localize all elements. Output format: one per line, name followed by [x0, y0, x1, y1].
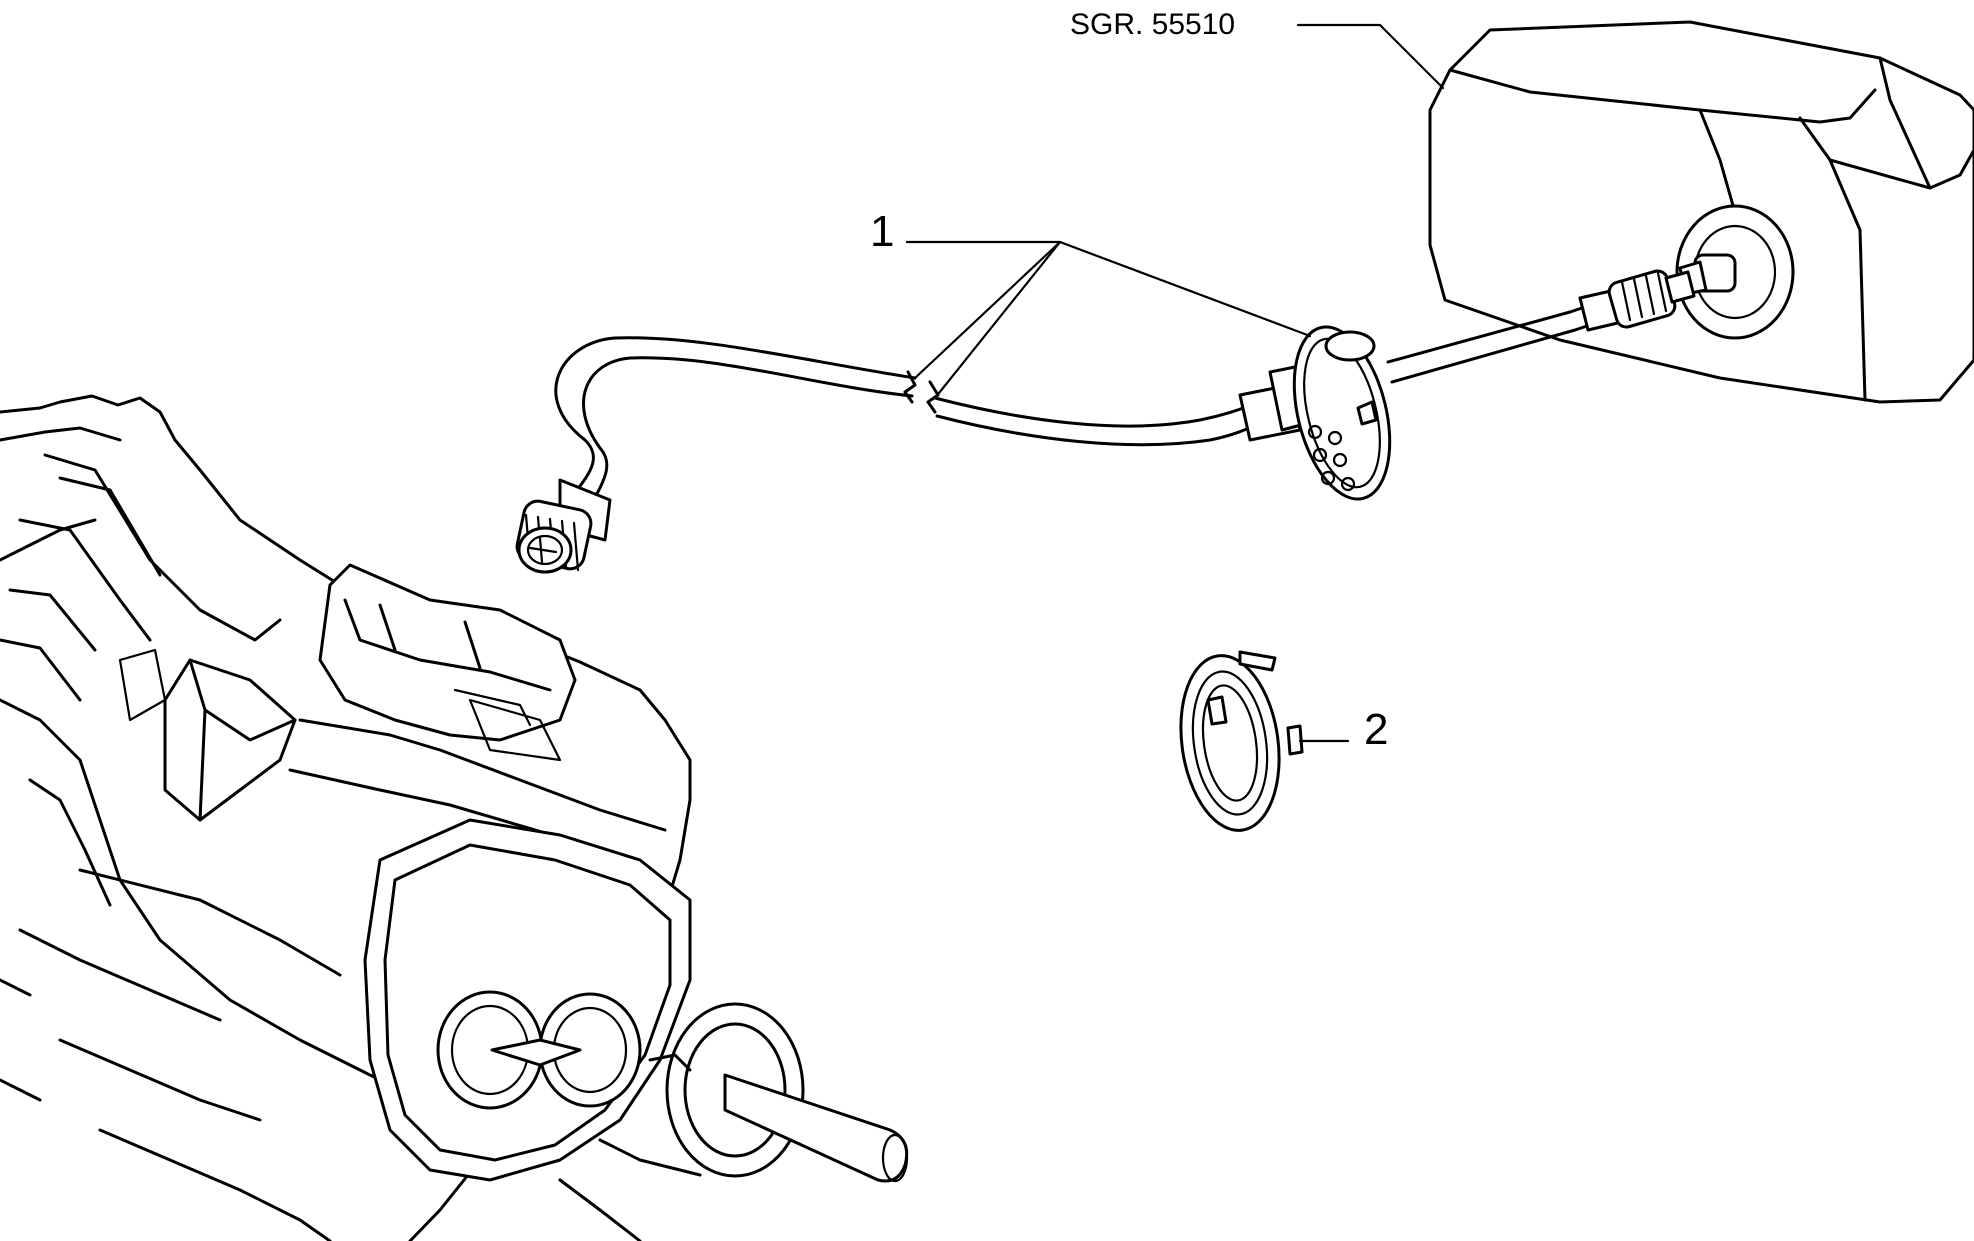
- oval-grommet: [1179, 650, 1304, 832]
- gearbox-assembly: [0, 394, 909, 1241]
- group-reference-label: SGR. 55510: [1070, 8, 1235, 41]
- callout-1: 1: [870, 207, 1312, 400]
- callout-1-label: 1: [870, 207, 894, 256]
- speedometer-cable: [515, 269, 1696, 574]
- group-reference-callout: SGR. 55510: [1070, 8, 1445, 90]
- callout-2-label: 2: [1364, 705, 1388, 754]
- callout-2: 2: [1298, 705, 1388, 754]
- instrument-housing: [1428, 20, 1974, 404]
